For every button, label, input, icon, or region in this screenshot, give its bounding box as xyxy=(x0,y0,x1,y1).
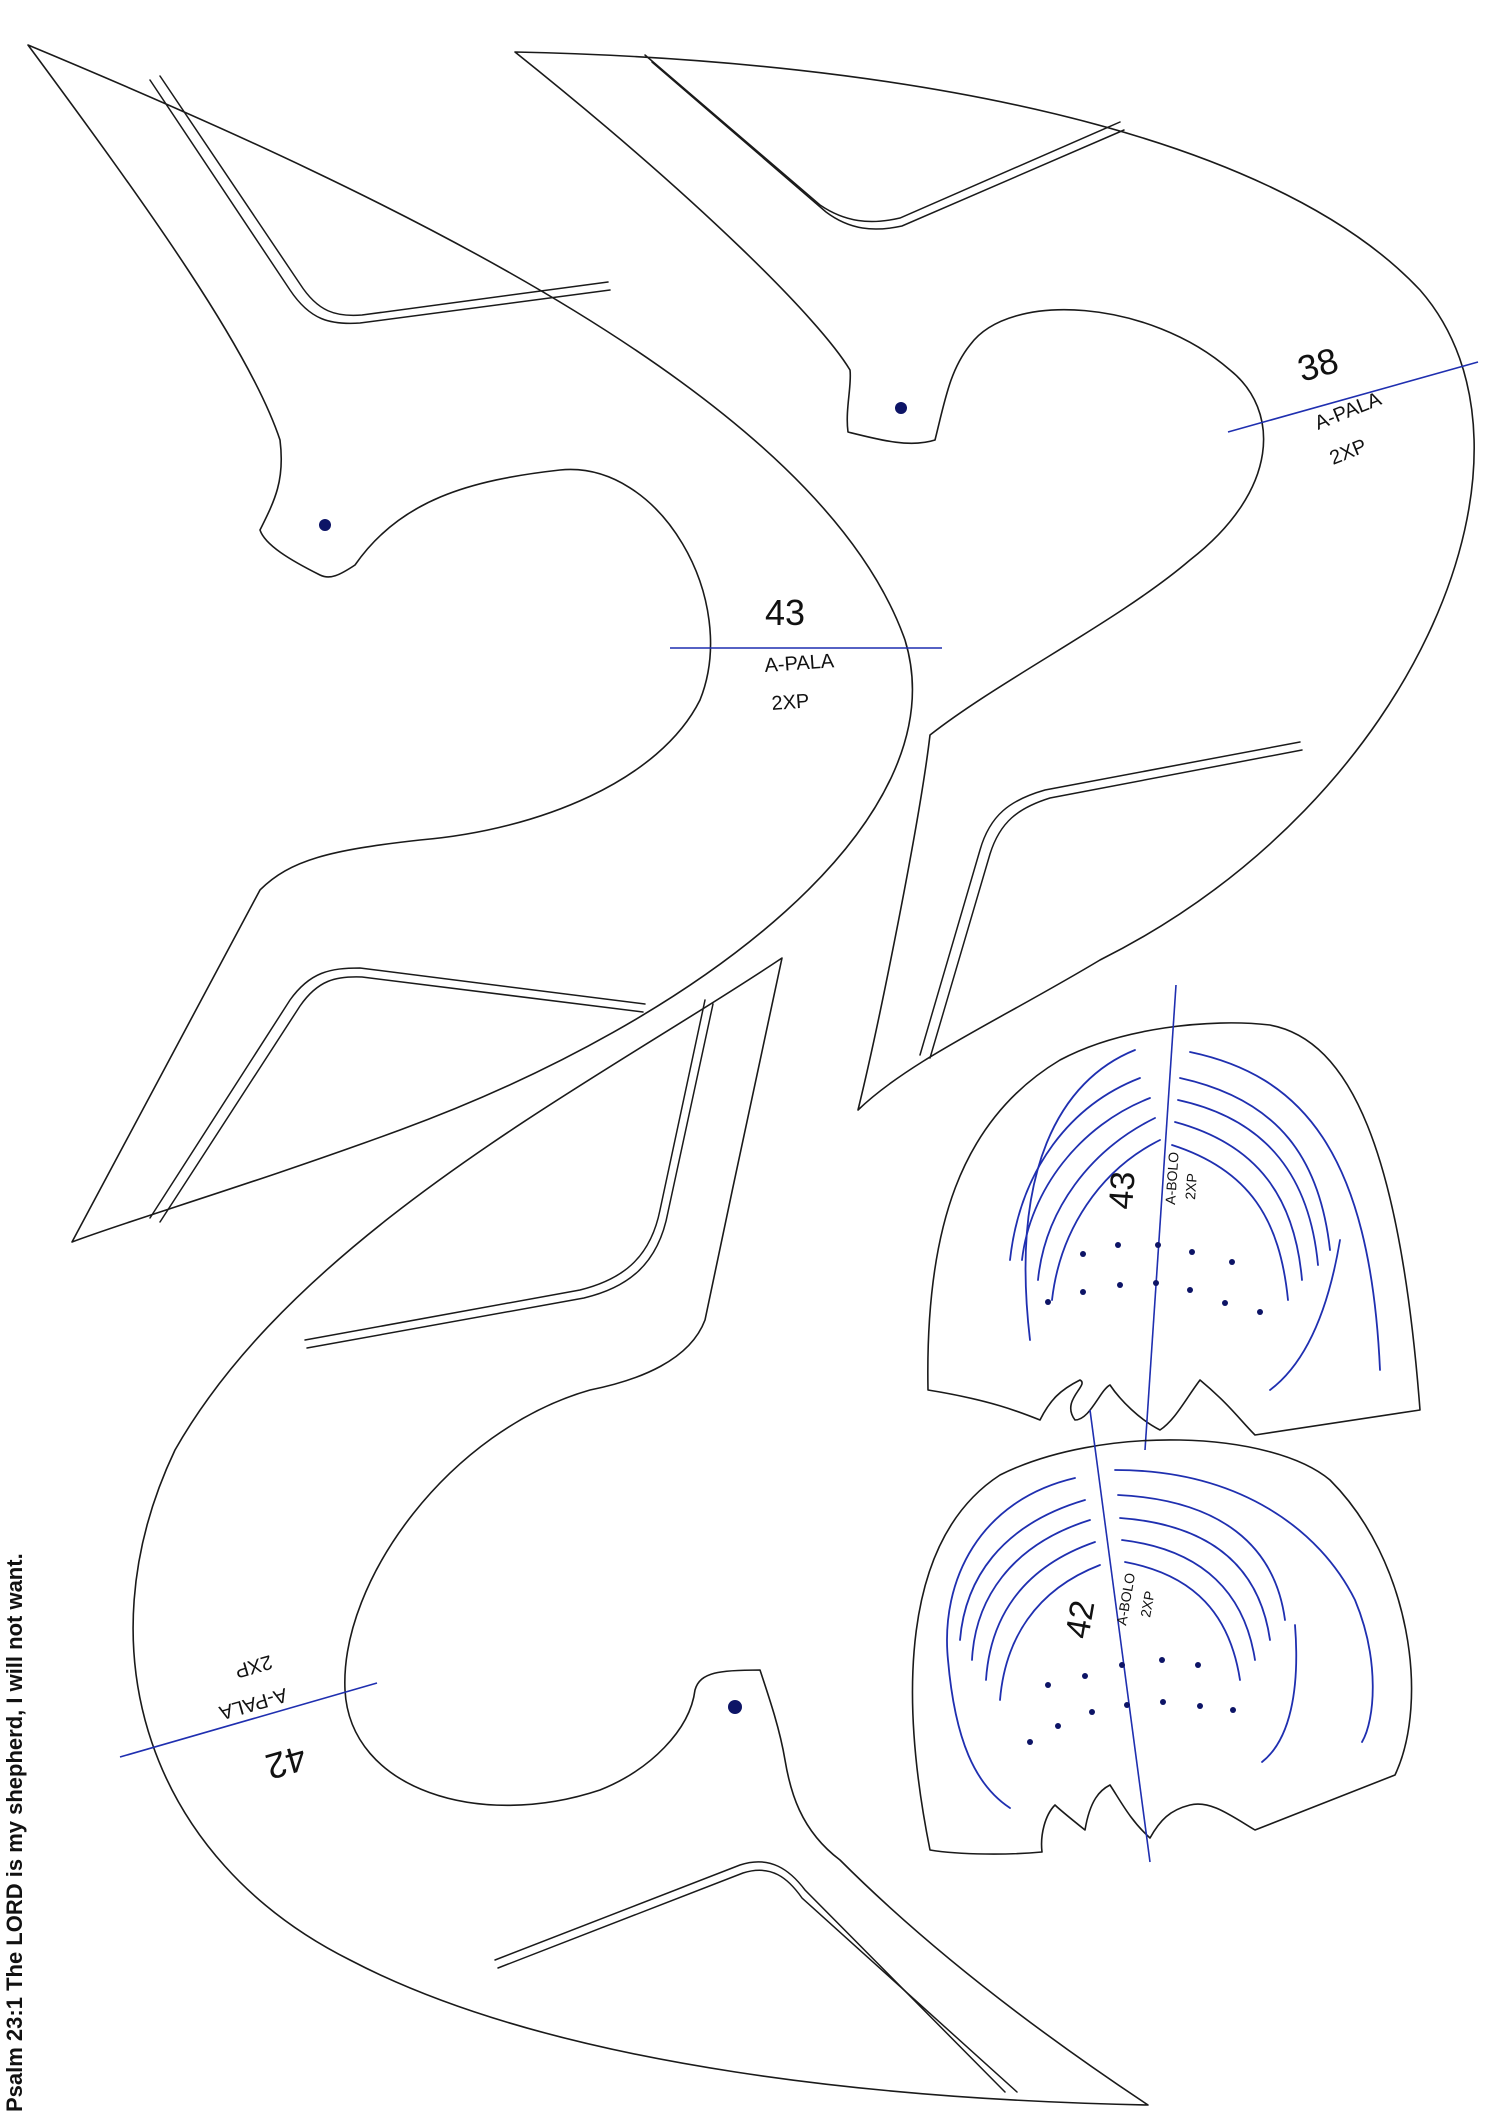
bolo-43-size-label: 43 xyxy=(1102,1170,1143,1210)
bolo-43-piece: 43 A-BOLO 2XP xyxy=(927,984,1421,1451)
pala-38-stitch-top-inner xyxy=(651,61,1125,230)
bolo-43-markers xyxy=(1045,1242,1263,1315)
pala-43-marker-dot xyxy=(319,519,331,531)
pala-43-piece: 43 A-PALA 2XP xyxy=(27,44,942,1243)
bolo-43-right-slots xyxy=(1171,1051,1381,1391)
pala-42-part-label: A-PALA xyxy=(216,1683,290,1724)
bolo-43-outline xyxy=(927,1022,1421,1436)
bolo-43-part-label: A-BOLO xyxy=(1162,1151,1182,1205)
pala-42-piece: 42 A-PALA 2XP xyxy=(119,957,1149,2106)
bolo-43-grain-line xyxy=(1144,984,1177,1451)
pala-43-qty-label: 2XP xyxy=(771,690,810,715)
pala-38-piece: 38 A-PALA 2XP xyxy=(514,51,1479,1111)
pala-43-part-label: A-PALA xyxy=(764,650,836,677)
pala-42-stitch-top xyxy=(304,999,706,1341)
pala-42-size-label: 42 xyxy=(261,1737,311,1787)
bolo-42-grain-line xyxy=(1089,1409,1151,1863)
pala-43-stitch-top xyxy=(149,79,611,325)
pala-38-marker-dot xyxy=(895,402,907,414)
pala-43-stitch-bottom-inner xyxy=(159,976,644,1223)
bolo-42-qty-label: 2XP xyxy=(1137,1590,1157,1619)
verse-text: Psalm 23:1 The LORD is my shepherd, I wi… xyxy=(2,1553,27,2112)
pala-43-stitch-bottom xyxy=(149,967,646,1219)
pala-38-stitch-bottom xyxy=(919,741,1301,1056)
pala-38-grain-line xyxy=(1227,361,1479,433)
pala-38-part-label: A-PALA xyxy=(1312,388,1385,435)
bolo-42-outline xyxy=(911,1439,1413,1855)
bolo-43-qty-label: 2XP xyxy=(1182,1173,1200,1201)
pala-38-size-label: 38 xyxy=(1293,339,1343,389)
pala-38-stitch-bottom-inner xyxy=(929,749,1303,1059)
bolo-42-left-slots xyxy=(946,1477,1101,1809)
bolo-42-part-label: A-BOLO xyxy=(1113,1572,1138,1627)
pala-42-outline xyxy=(132,957,1149,2106)
pala-38-qty-label: 2XP xyxy=(1327,435,1370,470)
pala-42-marker-dot xyxy=(728,1700,742,1714)
bolo-42-size-label: 42 xyxy=(1058,1598,1102,1642)
pala-38-outline xyxy=(514,51,1475,1111)
pala-43-outline xyxy=(27,44,914,1243)
pala-42-qty-label: 2XP xyxy=(232,1650,274,1682)
bolo-42-markers xyxy=(1027,1657,1236,1745)
bolo-42-right-slots xyxy=(1114,1469,1374,1763)
pala-42-stitch-bottom xyxy=(494,1861,1006,2093)
pala-43-size-label: 43 xyxy=(765,592,805,633)
bolo-42-piece: 42 A-BOLO 2XP xyxy=(911,1409,1413,1863)
pala-42-stitch-bottom-inner xyxy=(497,1869,1018,2093)
pala-43-stitch-top-inner xyxy=(159,75,609,317)
pala-38-stitch-top xyxy=(644,54,1121,223)
bolo-43-left-slots xyxy=(1009,1049,1161,1341)
pala-42-grain-line xyxy=(119,1682,378,1758)
pala-42-stitch-top-inner xyxy=(306,1003,714,1349)
